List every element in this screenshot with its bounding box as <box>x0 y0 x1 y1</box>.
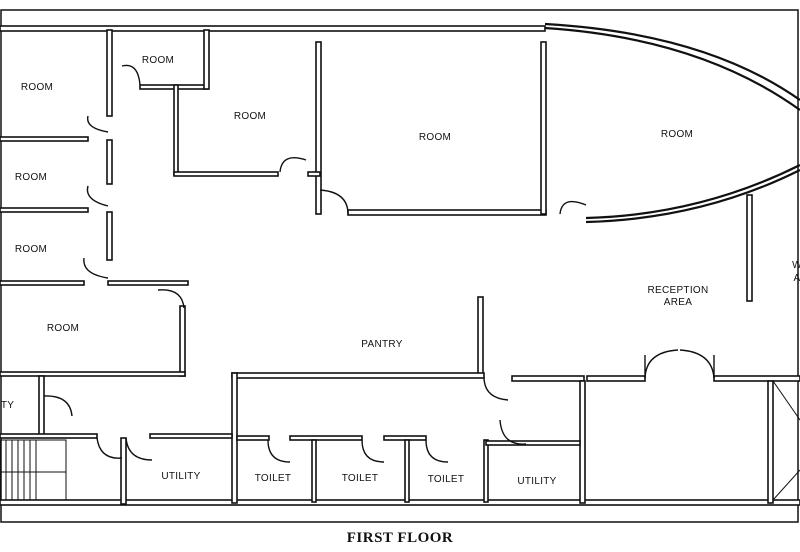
label-room-mid-left: ROOM <box>234 111 266 122</box>
label-room-bow: ROOM <box>661 129 693 140</box>
label-room-center: ROOM <box>419 132 451 143</box>
label-reception-1: RECEPTION <box>647 285 708 296</box>
label-utility-left-cut: ITY <box>0 400 14 411</box>
label-utility-2: UTILITY <box>517 476 556 487</box>
label-room-small-top: ROOM <box>142 55 174 66</box>
label-toilet-2: TOILET <box>342 473 379 484</box>
label-room-left-3: ROOM <box>15 244 47 255</box>
label-room-left-2: ROOM <box>15 172 47 183</box>
label-toilet-1: TOILET <box>255 473 292 484</box>
walls <box>0 22 800 506</box>
label-edge-right-2: A <box>794 273 800 284</box>
room-labels: ROOM ROOM ROOM ROOM ROOM ROOM ROOM ROOM … <box>0 55 800 487</box>
doors <box>43 64 715 463</box>
label-pantry: PANTRY <box>361 339 402 350</box>
label-reception-2: AREA <box>664 297 692 308</box>
stairs <box>0 439 67 501</box>
label-room-lower-left: ROOM <box>47 323 79 334</box>
right-edge-lines <box>772 380 800 501</box>
label-utility-1: UTILITY <box>161 471 200 482</box>
label-edge-right-1: W <box>792 260 800 271</box>
floor-caption: FIRST FLOOR <box>346 530 454 546</box>
label-toilet-3: TOILET <box>428 474 465 485</box>
label-room-top-left: ROOM <box>21 82 53 93</box>
plan-frame <box>0 9 799 523</box>
